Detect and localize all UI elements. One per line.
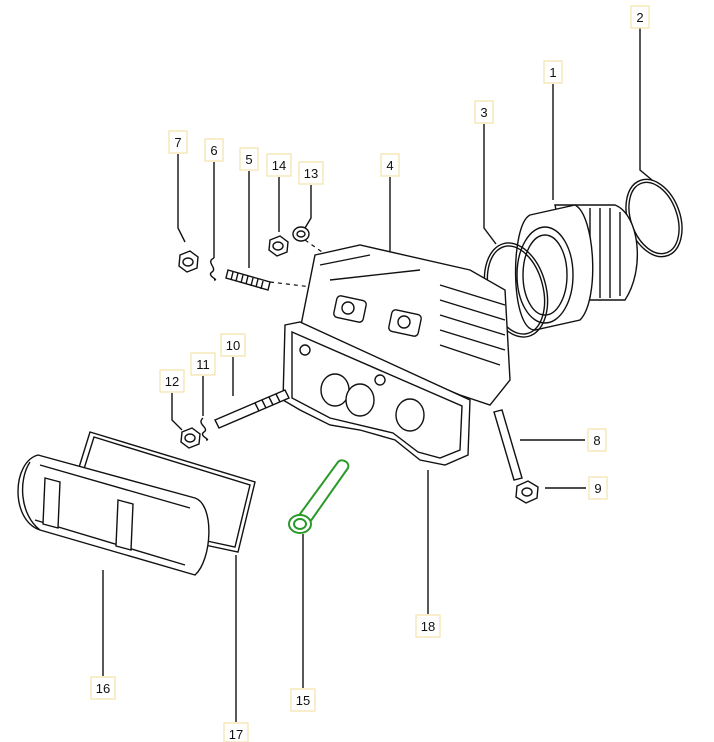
leader-lines [102,28,653,722]
svg-text:13: 13 [304,166,318,181]
label-17[interactable]: 17 [223,722,249,742]
part-13-washer[interactable] [292,226,310,242]
label-8[interactable]: 8 [587,428,607,452]
svg-text:18: 18 [421,619,435,634]
label-14[interactable]: 14 [266,153,292,177]
part-5-stud[interactable] [225,269,271,291]
label-7[interactable]: 7 [168,130,188,154]
svg-text:5: 5 [245,152,252,167]
part-9-nut[interactable] [515,480,539,504]
svg-text:4: 4 [386,158,393,173]
label-4[interactable]: 4 [380,153,400,177]
part-11-spring-washer[interactable] [200,417,209,441]
label-16[interactable]: 16 [90,676,116,700]
label-9[interactable]: 9 [588,476,608,500]
svg-text:14: 14 [272,158,286,173]
part-12-nut[interactable] [180,427,201,449]
svg-text:17: 17 [229,727,243,742]
svg-text:7: 7 [174,135,181,150]
label-6[interactable]: 6 [204,138,224,162]
label-18[interactable]: 18 [415,614,441,638]
part-6-spring-washer[interactable] [209,257,217,281]
part-1-cylinder[interactable] [514,204,638,331]
label-12[interactable]: 12 [159,369,185,393]
label-2[interactable]: 2 [630,5,650,29]
label-3[interactable]: 3 [474,100,494,124]
part-14-nut[interactable] [268,235,289,257]
label-10[interactable]: 10 [220,333,246,357]
part-7-nut[interactable] [178,250,199,273]
label-13[interactable]: 13 [298,161,324,185]
svg-text:12: 12 [165,374,179,389]
part-16-valve-cover[interactable] [17,454,210,576]
svg-text:1: 1 [549,65,556,80]
part-18-head-gasket-face[interactable] [282,321,471,466]
svg-text:8: 8 [593,433,600,448]
label-5[interactable]: 5 [239,147,259,171]
svg-text:2: 2 [636,10,643,25]
label-11[interactable]: 11 [190,352,216,376]
svg-text:3: 3 [480,105,487,120]
part-10-stud[interactable] [214,389,290,429]
svg-text:9: 9 [594,481,601,496]
part-15-push-rod-tube[interactable] [288,459,350,534]
svg-text:10: 10 [226,338,240,353]
label-1[interactable]: 1 [543,60,563,84]
svg-text:6: 6 [210,143,217,158]
part-8-stud[interactable] [493,409,523,481]
svg-text:16: 16 [96,681,110,696]
part-labels: 2 1 3 4 7 6 5 14 13 10 11 12 8 9 18 16 1… [90,5,650,742]
svg-text:15: 15 [296,693,310,708]
label-15[interactable]: 15 [290,688,316,712]
svg-text:11: 11 [196,357,210,372]
